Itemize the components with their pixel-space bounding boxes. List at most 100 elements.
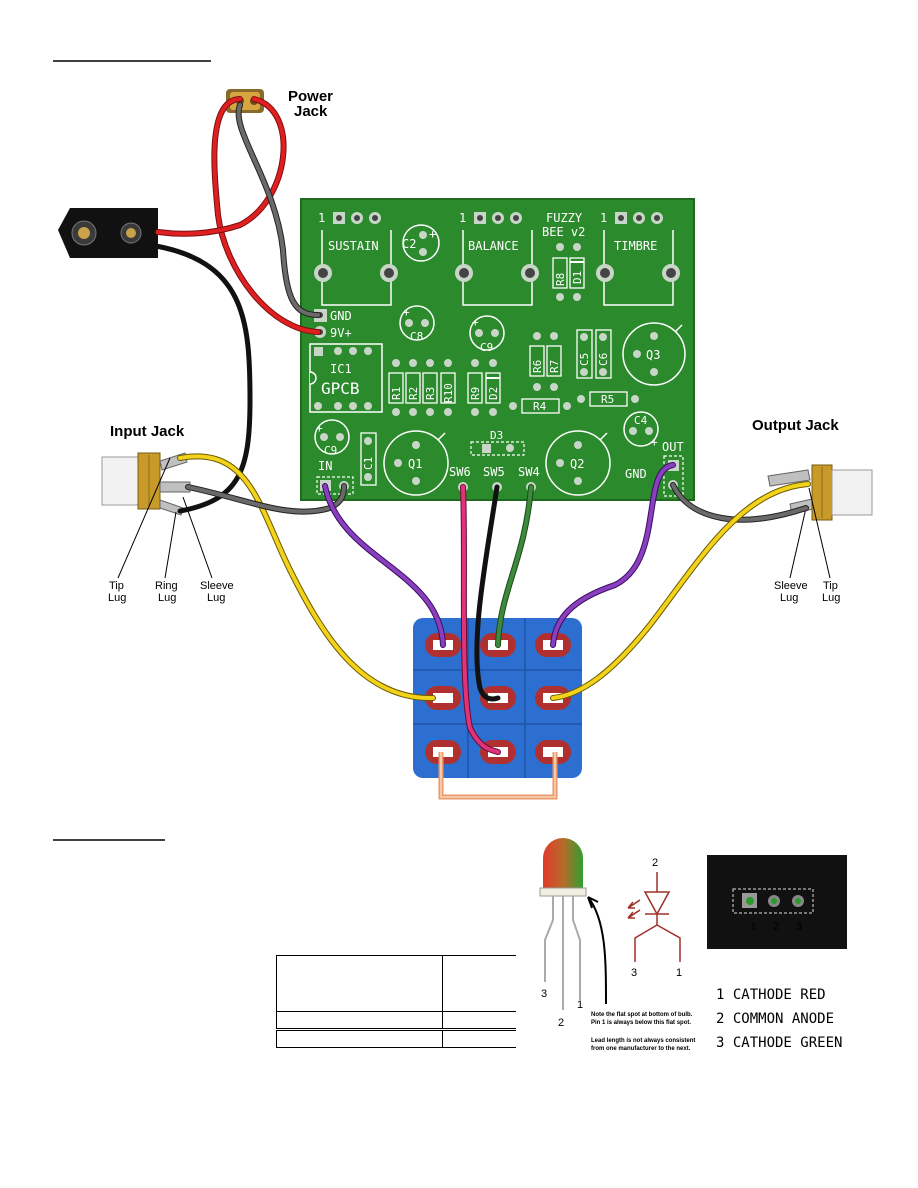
- wires: [147, 96, 811, 755]
- footswitch-jumper-wire-core: [440, 752, 556, 798]
- c7-plus: +: [403, 306, 410, 319]
- label-c6: C6: [597, 353, 610, 366]
- pcb-title-line2: BEE v2: [542, 225, 585, 239]
- pad-label-9v: 9V+: [330, 326, 352, 340]
- label-r2: R2: [407, 387, 420, 400]
- table-cell: [442, 1011, 516, 1029]
- pin-map-3: 3 CATHODE GREEN: [716, 1035, 842, 1051]
- capacitor-c7: [399, 305, 435, 341]
- output-jack-label: Output Jack: [752, 417, 839, 434]
- transistor-q3: [622, 322, 686, 386]
- output-jack-leaders: [789, 487, 831, 579]
- out-tip-lug-label-1: Tip: [823, 580, 838, 592]
- label-r7: R7: [548, 360, 561, 373]
- pad-label-sw6: SW6: [449, 465, 471, 479]
- label-q3: Q3: [646, 348, 660, 362]
- diode-d3-footprint: [470, 441, 525, 456]
- led-schem-3: 3: [631, 967, 637, 979]
- label-c8: C9: [324, 444, 337, 457]
- input-jack-label: Input Jack: [110, 423, 185, 440]
- label-r6: R6: [531, 360, 544, 373]
- label-q1: Q1: [408, 457, 422, 471]
- capacitor-c9: [469, 315, 505, 351]
- c8-plus: +: [316, 422, 323, 435]
- footprint-num-2: 2: [773, 921, 779, 933]
- pad-label-gnd-out: GND: [625, 467, 647, 481]
- pot-label-timbre: TIMBRE: [614, 239, 657, 253]
- label-r1: R1: [390, 387, 403, 400]
- led-leg-2: 2: [558, 1017, 564, 1029]
- ring-lug-label-1: Ring: [155, 580, 178, 592]
- capacitor-c4: [623, 411, 659, 447]
- label-c4: C4: [634, 414, 648, 427]
- table-cell: [276, 1011, 443, 1029]
- sleeve-lug-label-1: Sleeve: [200, 580, 234, 592]
- ring-lug-label-2: Lug: [158, 592, 176, 604]
- led-note-line-2: Pin 1 is always below this flat spot.: [591, 1020, 691, 1026]
- label-r9: R9: [469, 387, 482, 400]
- pad-label-sw4: SW4: [518, 465, 540, 479]
- table-cell: [276, 955, 443, 1012]
- capacitor-c1: [360, 432, 377, 486]
- pot-pin1-timbre: 1: [600, 211, 607, 225]
- label-c9: C9: [480, 341, 493, 354]
- pot-label-balance: BALANCE: [468, 239, 519, 253]
- label-r10: R10: [442, 383, 455, 403]
- pad-label-sw5: SW5: [483, 465, 505, 479]
- out-sleeve-lug-label-1: Sleeve: [774, 580, 808, 592]
- footprint-num-3: 3: [796, 921, 802, 933]
- led-note-line-4: from one manufacturer to the next.: [591, 1046, 691, 1052]
- out-sleeve-lug-label-2: Lug: [780, 592, 798, 604]
- table-cell: [442, 1030, 516, 1048]
- pot-pin1-balance: 1: [459, 211, 466, 225]
- label-gpcb: GPCB: [321, 379, 360, 398]
- power-jack-label-1: Power: [288, 88, 333, 105]
- led-note-line-1: Note the flat spot at bottom of bulb.: [591, 1012, 693, 1018]
- led-schem-1: 1: [676, 967, 682, 979]
- label-d1: D1: [571, 271, 584, 284]
- label-c2: C2: [402, 237, 416, 251]
- tip-lug-label-2: Lug: [108, 592, 126, 604]
- label-r8: R8: [554, 273, 567, 286]
- pad-label-in: IN: [318, 459, 332, 473]
- resistors-r6-r7: [529, 332, 562, 391]
- label-c7: C8: [410, 330, 423, 343]
- out-tip-lug-label-2: Lug: [822, 592, 840, 604]
- led-bulb: [539, 838, 587, 1010]
- led-note-line-3: Lead length is not always consistent: [591, 1038, 695, 1044]
- input-jack: [101, 452, 191, 516]
- label-r5: R5: [601, 393, 614, 406]
- tip-lug-label-1: Tip: [109, 580, 124, 592]
- led-schem-2: 2: [652, 857, 658, 869]
- pot-pads: [314, 212, 680, 282]
- sleeve-lug-label-2: Lug: [207, 592, 225, 604]
- pot-label-sustain: SUSTAIN: [328, 239, 379, 253]
- table-cell: [442, 955, 516, 1012]
- battery-snap: [58, 208, 158, 258]
- pot-pin1-sustain: 1: [318, 211, 325, 225]
- label-d2: D2: [487, 387, 500, 400]
- label-c5: C5: [578, 353, 591, 366]
- label-r4: R4: [533, 400, 547, 413]
- pad-label-out: OUT: [662, 440, 684, 454]
- pcb-title-line1: FUZZY: [546, 211, 583, 225]
- c9-plus: +: [472, 316, 479, 329]
- capacitor-c2: [402, 224, 440, 262]
- label-r3: R3: [424, 387, 437, 400]
- c2-plus: +: [429, 227, 436, 241]
- power-jack-label-2: Jack: [294, 103, 328, 120]
- led-schematic: [627, 872, 681, 962]
- ic1-footprint: [309, 343, 383, 413]
- blank-table: [276, 955, 516, 1048]
- resistor-bank: [388, 359, 501, 416]
- transistor-q2: [545, 430, 611, 496]
- led-footprint: [707, 855, 847, 949]
- capacitor-c8: [314, 419, 350, 455]
- led-flat-spot-arrow: [587, 896, 607, 1005]
- led-leg-1: 1: [577, 999, 583, 1011]
- pin-map-1: 1 CATHODE RED: [716, 987, 826, 1003]
- pin-map-2: 2 COMMON ANODE: [716, 1011, 834, 1027]
- label-ic1: IC1: [330, 362, 352, 376]
- label-c1: C1: [362, 457, 375, 470]
- label-d3: D3: [490, 429, 503, 442]
